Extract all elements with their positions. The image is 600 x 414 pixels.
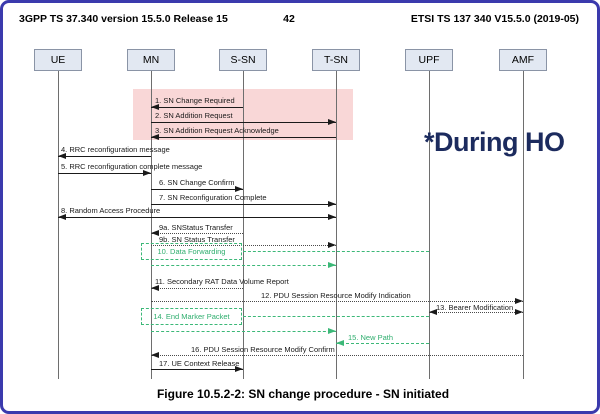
entity-box-mn: MN bbox=[127, 49, 175, 71]
message-line bbox=[151, 355, 523, 356]
message-line bbox=[151, 189, 243, 190]
arrowhead-right bbox=[328, 119, 336, 125]
message-label: 6. SN Change Confirm bbox=[159, 178, 235, 187]
lifeline-s-sn bbox=[243, 71, 244, 379]
message-line bbox=[58, 156, 151, 157]
message-line bbox=[151, 288, 243, 289]
message-line bbox=[243, 316, 429, 317]
message-line bbox=[58, 173, 151, 174]
lifeline-mn bbox=[151, 71, 152, 379]
arrowhead-right bbox=[515, 309, 523, 315]
arrowhead-left bbox=[151, 134, 159, 140]
message-label: 2. SN Addition Request bbox=[155, 111, 233, 120]
entity-box-ue: UE bbox=[34, 49, 82, 71]
entity-box-upf: UPF bbox=[405, 49, 453, 71]
message-line bbox=[151, 122, 336, 123]
arrowhead-left bbox=[151, 352, 159, 358]
arrowhead-right bbox=[328, 201, 336, 207]
during-ho-annotation: *During HO bbox=[424, 127, 565, 157]
arrowhead-right bbox=[328, 242, 336, 248]
message-line bbox=[151, 233, 243, 234]
arrowhead-right bbox=[235, 366, 243, 372]
arrowhead-right bbox=[328, 328, 336, 334]
message-label: 3. SN Addition Request Acknowledge bbox=[155, 126, 279, 135]
lifeline-amf bbox=[523, 71, 524, 379]
entity-box-amf: AMF bbox=[499, 49, 547, 71]
arrowhead-left bbox=[151, 230, 159, 236]
message-line bbox=[151, 107, 243, 108]
message-label: 13. Bearer Modification bbox=[436, 303, 514, 312]
entity-box-t-sn: T-SN bbox=[312, 49, 360, 71]
message-line bbox=[151, 301, 523, 302]
message-label: 16. PDU Session Resource Modify Confirm bbox=[191, 345, 335, 354]
arrowhead-left bbox=[336, 340, 344, 346]
arrowhead-right bbox=[515, 298, 523, 304]
message-line bbox=[151, 204, 336, 205]
message-label: 9b. SN Status Transfer bbox=[159, 235, 235, 244]
message-line bbox=[151, 331, 336, 332]
lifeline-upf bbox=[429, 71, 430, 379]
arrowhead-right bbox=[328, 262, 336, 268]
message-line bbox=[151, 265, 336, 266]
entity-box-s-sn: S-SN bbox=[219, 49, 267, 71]
lifeline-ue bbox=[58, 71, 59, 379]
message-label: 5. RRC reconfiguration complete message bbox=[61, 162, 203, 171]
message-label: 1. SN Change Required bbox=[155, 96, 235, 105]
message-label: 17. UE Context Release bbox=[159, 359, 240, 368]
arrowhead-left bbox=[151, 104, 159, 110]
arrowhead-left bbox=[58, 153, 66, 159]
message-line bbox=[151, 137, 336, 138]
message-line bbox=[336, 343, 429, 344]
header-page-number: 42 bbox=[283, 13, 295, 25]
header-doc-title: 3GPP TS 37.340 version 15.5.0 Release 15 bbox=[19, 13, 228, 25]
message-label: 7. SN Reconfiguration Complete bbox=[159, 193, 267, 202]
message-label: 15. New Path bbox=[348, 333, 394, 342]
green-label-box: 10. Data Forwarding bbox=[141, 243, 242, 260]
message-label: 9a. SNStatus Transfer bbox=[159, 223, 233, 232]
message-line bbox=[429, 312, 523, 313]
arrowhead-left bbox=[429, 309, 437, 315]
message-label: 11. Secondary RAT Data Volume Report bbox=[155, 277, 289, 286]
arrowhead-right bbox=[143, 170, 151, 176]
message-label: 4. RRC reconfiguration message bbox=[61, 145, 170, 154]
message-label: 12. PDU Session Resource Modify Indicati… bbox=[261, 291, 411, 300]
lifeline-t-sn bbox=[336, 71, 337, 379]
header-etsi-ref: ETSI TS 137 340 V15.5.0 (2019-05) bbox=[410, 13, 579, 25]
arrowhead-left bbox=[151, 285, 159, 291]
green-label-box: 14. End Marker Packet bbox=[141, 308, 242, 325]
figure-caption: Figure 10.5.2-2: SN change procedure - S… bbox=[156, 387, 450, 401]
arrowhead-right bbox=[235, 186, 243, 192]
message-line bbox=[151, 245, 336, 246]
message-label: 8. Random Access Procedure bbox=[61, 206, 161, 215]
message-line bbox=[58, 217, 336, 218]
arrowhead-right bbox=[328, 214, 336, 220]
message-line bbox=[243, 251, 429, 252]
arrowhead-left bbox=[58, 214, 66, 220]
message-line bbox=[151, 369, 243, 370]
